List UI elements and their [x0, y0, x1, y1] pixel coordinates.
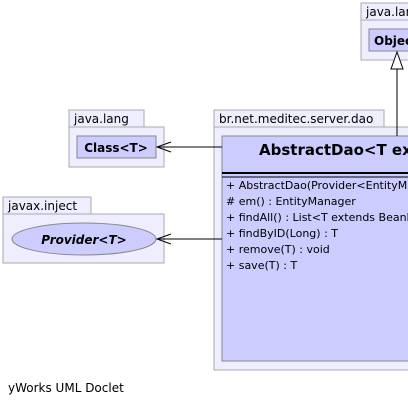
class-member: + save(T) : T: [226, 259, 297, 272]
open-arrowhead: [155, 233, 172, 245]
member-list: + AbstractDao(Provider<EntityManager>, C…: [226, 179, 408, 272]
package-java-lang-class: java.lang Class<T>: [68, 109, 165, 168]
inheritance-arrowhead: [390, 50, 404, 70]
class-member: # em() : EntityManager: [226, 195, 356, 208]
package-name: br.net.meditec.server.dao: [219, 112, 373, 126]
interface-provider-name: Provider<T>: [41, 233, 126, 247]
class-member: + AbstractDao(Provider<EntityManager>, C…: [226, 179, 408, 192]
class-class-name: Class<T>: [84, 141, 148, 155]
package-name: javax.inject: [7, 199, 77, 213]
class-abstractdao-name: AbstractDao<T extends BeanBase>: [259, 141, 408, 159]
open-arrowhead: [155, 141, 172, 153]
package-java-lang-object: java.lang Object: [360, 2, 408, 61]
package-name: java.lang: [365, 5, 408, 19]
class-object-name: Object: [374, 34, 408, 48]
class-member: + remove(T) : void: [226, 243, 330, 256]
relation-dependency-provider: [155, 233, 222, 245]
class-member: + findAll() : List<T extends BeanBase>: [226, 211, 408, 224]
package-server-dao: br.net.meditec.server.dao AbstractDao<T …: [213, 109, 408, 371]
package-javax-inject: javax.inject Provider<T>: [2, 196, 165, 264]
package-name: java.lang: [73, 112, 129, 126]
class-member: + findByID(Long) : T: [226, 227, 338, 240]
relation-dependency-class: [155, 141, 222, 153]
relation-generalization-object: [390, 50, 404, 136]
diagram-footer: yWorks UML Doclet: [8, 381, 124, 395]
class-object-box: [368, 28, 408, 52]
